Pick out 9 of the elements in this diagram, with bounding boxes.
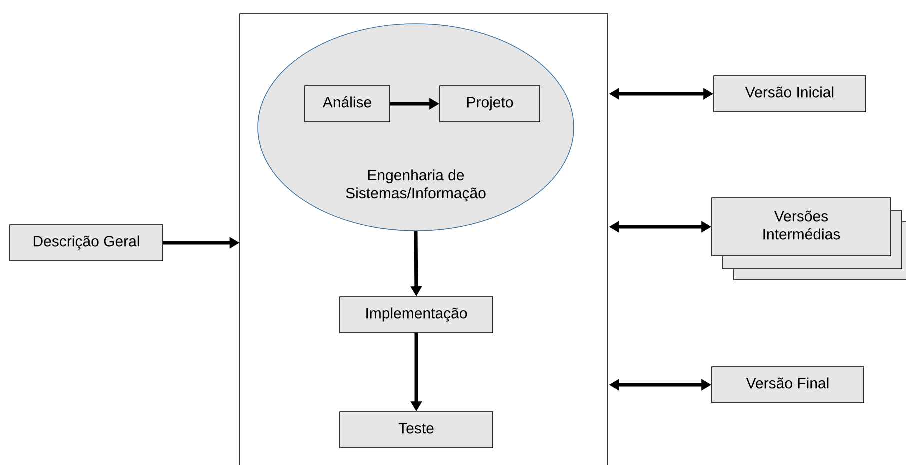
process-box: Descrição Geral	[10, 224, 164, 262]
process-box: Análise	[304, 86, 390, 122]
process-box: Versão Inicial	[714, 76, 866, 112]
stacked-boxes: Versões Intermédias	[712, 198, 906, 280]
process-box: Teste	[340, 412, 494, 448]
system-frame	[240, 14, 608, 465]
process-box: Projeto	[440, 86, 540, 122]
process-box: Implementação	[340, 296, 494, 334]
process-box: Versão Final	[712, 366, 864, 404]
